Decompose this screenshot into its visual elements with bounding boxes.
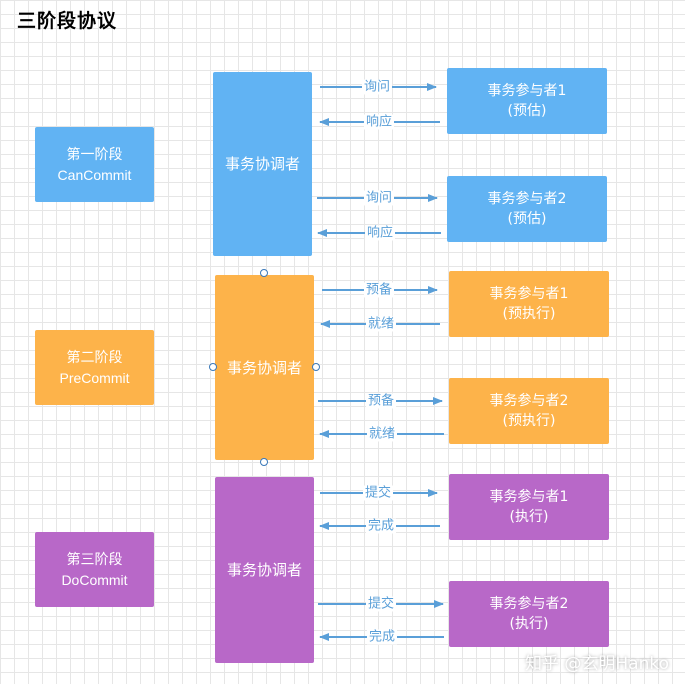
arrow-label: 就绪 — [365, 316, 397, 332]
coordinator-box-phase1[interactable]: 事务协调者 — [213, 72, 312, 256]
arrow-label: 提交 — [362, 485, 394, 501]
selection-handle-right[interactable] — [312, 363, 320, 371]
coordinator-label: 事务协调者 — [224, 155, 300, 173]
arrow-label: 预备 — [363, 282, 395, 298]
phase-box-cancommit[interactable]: 第一阶段 CanCommit — [35, 127, 154, 202]
participant-label-status: (预估) — [507, 103, 547, 119]
selection-handle-bottom[interactable] — [260, 458, 268, 466]
phase-box-precommit[interactable]: 第二阶段 PreCommit — [35, 330, 154, 405]
participant-label-status: (预执行) — [502, 306, 556, 322]
phase-box-docommit[interactable]: 第三阶段 DoCommit — [35, 532, 154, 607]
arrow-label: 询问 — [361, 79, 393, 95]
participant-box-1-phase3[interactable]: 事务参与者1 (执行) — [449, 474, 609, 540]
phase-label-name: 第一阶段 — [66, 146, 123, 163]
phase-label-code: PreCommit — [59, 369, 130, 386]
coordinator-box-phase3[interactable]: 事务协调者 — [215, 477, 314, 663]
arrow-label: 就绪 — [366, 426, 398, 442]
participant-label-name: 事务参与者1 — [489, 489, 569, 505]
coordinator-box-phase2[interactable]: 事务协调者 — [215, 275, 314, 460]
participant-box-1-phase2[interactable]: 事务参与者1 (预执行) — [449, 271, 609, 337]
arrow-label: 完成 — [366, 629, 398, 645]
arrow-label: 预备 — [365, 393, 397, 409]
arrow-label: 提交 — [365, 596, 397, 612]
arrow-label: 响应 — [364, 225, 396, 241]
participant-label-name: 事务参与者2 — [487, 191, 567, 207]
selection-handle-left[interactable] — [209, 363, 217, 371]
coordinator-label: 事务协调者 — [226, 561, 302, 579]
arrow-label: 响应 — [363, 114, 395, 130]
participant-label-status: (执行) — [509, 509, 549, 525]
participant-label-name: 事务参与者1 — [489, 286, 569, 302]
diagram-title: 三阶段协议 — [17, 10, 118, 32]
arrow-label: 完成 — [365, 518, 397, 534]
participant-label-status: (执行) — [509, 616, 549, 632]
participant-box-2-phase2[interactable]: 事务参与者2 (预执行) — [449, 378, 609, 444]
phase-label-name: 第三阶段 — [66, 551, 123, 568]
participant-label-status: (预执行) — [502, 413, 556, 429]
participant-box-1-phase1[interactable]: 事务参与者1 (预估) — [447, 68, 607, 134]
phase-label-code: DoCommit — [61, 571, 128, 588]
watermark-text: 知乎 @玄明Hanko — [524, 654, 669, 674]
participant-label-name: 事务参与者2 — [489, 596, 569, 612]
participant-label-name: 事务参与者1 — [487, 83, 567, 99]
participant-label-name: 事务参与者2 — [489, 393, 569, 409]
coordinator-label: 事务协调者 — [226, 358, 302, 377]
participant-box-2-phase1[interactable]: 事务参与者2 (预估) — [447, 176, 607, 242]
arrow-label: 询问 — [363, 190, 395, 206]
selection-handle-top[interactable] — [260, 269, 268, 277]
participant-box-2-phase3[interactable]: 事务参与者2 (执行) — [449, 581, 609, 647]
participant-label-status: (预估) — [507, 211, 547, 227]
phase-label-name: 第二阶段 — [66, 349, 123, 366]
phase-label-code: CanCommit — [57, 166, 132, 183]
